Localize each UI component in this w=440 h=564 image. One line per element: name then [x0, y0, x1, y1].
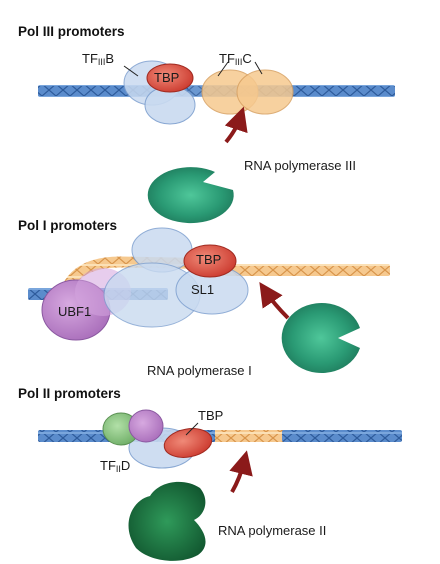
ubf1-label: UBF1: [58, 304, 92, 319]
tfiid-label-main: TF: [100, 458, 116, 473]
pol3-arrow: [224, 106, 248, 144]
tfiiib-label-main: TF: [82, 51, 98, 66]
tfiid-label-suffix: D: [120, 458, 131, 473]
tfiiic-label-main: TF: [219, 51, 235, 66]
rna-polymerase-ii-shape: [128, 481, 206, 561]
rna-polymerase-ii-label: RNA polymerase II: [218, 523, 327, 538]
pol3-tbp-shape: [146, 63, 194, 93]
tfiiic-pointer-left: [217, 61, 229, 77]
pol1-tbp-shape: [183, 244, 237, 278]
pol2-dna-orange: [215, 430, 285, 442]
tfiiic-label: TFIIIC: [219, 51, 252, 67]
pol2-dna-blue-right: [282, 430, 402, 442]
pol3-dna-right: [285, 85, 395, 97]
tfiid-label-sub: II: [115, 464, 121, 474]
rna-polymerase-i-label: RNA polymerase I: [147, 363, 252, 378]
tfiid-purple-subunit: [128, 409, 164, 443]
pol1-arrow: [259, 282, 290, 320]
pol2-panel: [38, 409, 402, 561]
tfiiic-label-suffix: C: [242, 51, 252, 66]
pol3-panel-title: Pol III promoters: [18, 24, 125, 39]
pol3-panel: [38, 60, 395, 224]
tfiid-label: TFIID: [100, 458, 130, 474]
pol2-arrow: [229, 450, 253, 493]
tfiiic-label-sub: III: [234, 57, 243, 67]
pol1-tbp-label: TBP: [196, 252, 222, 267]
pol2-tbp-label: TBP: [198, 408, 224, 423]
sl1-label: SL1: [191, 282, 215, 297]
tfiiib-pointer: [123, 65, 139, 77]
tfiiic-pointer-right: [254, 61, 263, 75]
pol2-tbp-pointer: [185, 422, 199, 436]
pol2-panel-title: Pol II promoters: [18, 386, 121, 401]
pol2-tbp-shape: [163, 428, 213, 458]
tfiiib-label-suffix: B: [105, 51, 115, 66]
tfiiic-right-subunit: [236, 69, 294, 115]
rna-polymerase-i-shape: [281, 303, 360, 373]
pol1-panel-title: Pol I promoters: [18, 218, 118, 233]
pol3-tbp-label: TBP: [154, 70, 180, 85]
tfiiib-label: TFIIIB: [82, 51, 114, 67]
rna-polymerase-iii-shape: [147, 167, 234, 224]
pol1-panel: [28, 227, 390, 373]
tfiiib-label-sub: III: [97, 57, 106, 67]
rna-polymerase-iii-label: RNA polymerase III: [244, 158, 356, 173]
pol1-dna-orange: [225, 264, 390, 276]
